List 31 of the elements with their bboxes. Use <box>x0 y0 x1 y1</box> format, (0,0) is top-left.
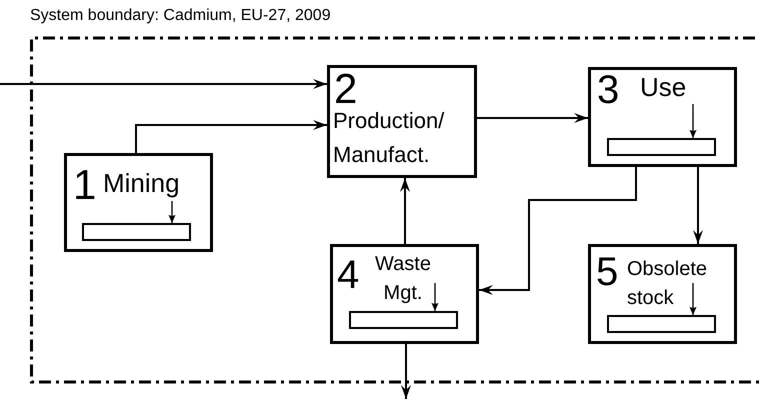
process-label: Obsolete stock <box>627 257 708 311</box>
process-number: 3 <box>597 70 620 110</box>
stock-bar <box>349 311 458 329</box>
flow-arrow <box>477 113 588 123</box>
stock-change-arrow <box>690 283 696 315</box>
stock-change-arrow <box>432 283 438 311</box>
flow-arrow <box>479 167 637 295</box>
flow-arrow <box>693 167 703 244</box>
process-number: 5 <box>596 252 618 292</box>
stock-bar <box>607 315 716 333</box>
process-box <box>64 153 213 252</box>
flow-arrow <box>135 120 327 153</box>
process-number: 2 <box>334 68 358 110</box>
stock-bar <box>82 223 191 241</box>
process-box <box>588 67 737 167</box>
process-box <box>327 65 477 178</box>
process-label: Mining <box>103 170 180 196</box>
process-label: Use <box>640 74 686 100</box>
process-box <box>330 244 479 344</box>
process-number: 1 <box>73 164 96 206</box>
process-number: 4 <box>337 255 360 295</box>
flow-arrow <box>0 79 327 89</box>
flow-arrow <box>401 344 411 399</box>
flow-arrow <box>400 178 410 244</box>
process-box <box>588 244 737 344</box>
boundary-title: System boundary: Cadmium, EU-27, 2009 <box>30 8 331 24</box>
stock-change-arrow <box>690 104 696 138</box>
process-label: Production/ Manufact. <box>333 107 446 170</box>
stock-change-arrow <box>168 201 176 223</box>
stock-bar <box>607 138 716 156</box>
process-label: Waste Mgt. <box>374 252 432 306</box>
